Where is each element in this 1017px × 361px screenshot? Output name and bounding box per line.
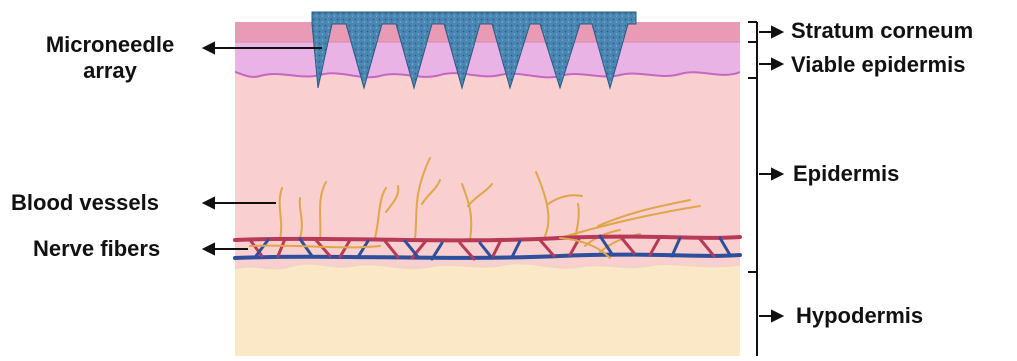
hypodermis-label: Hypodermis	[796, 303, 923, 329]
stratum-corneum-layer	[235, 22, 740, 42]
right-arrows	[759, 27, 782, 321]
hypodermis-layer	[235, 263, 740, 356]
blood-vessels-label: Blood vessels	[11, 190, 159, 216]
viable-epidermis-label: Viable epidermis	[791, 52, 965, 78]
nerve-fibers-label: Nerve fibers	[33, 236, 160, 262]
epidermis-label: Epidermis	[793, 161, 899, 187]
microneedle-label: Microneedle array	[30, 32, 190, 84]
layer-bracket	[748, 22, 757, 356]
stratum-corneum-label: Stratum corneum	[791, 18, 973, 44]
microneedle-label-line1: Microneedle	[30, 32, 190, 58]
microneedle-label-line2: array	[30, 58, 190, 84]
